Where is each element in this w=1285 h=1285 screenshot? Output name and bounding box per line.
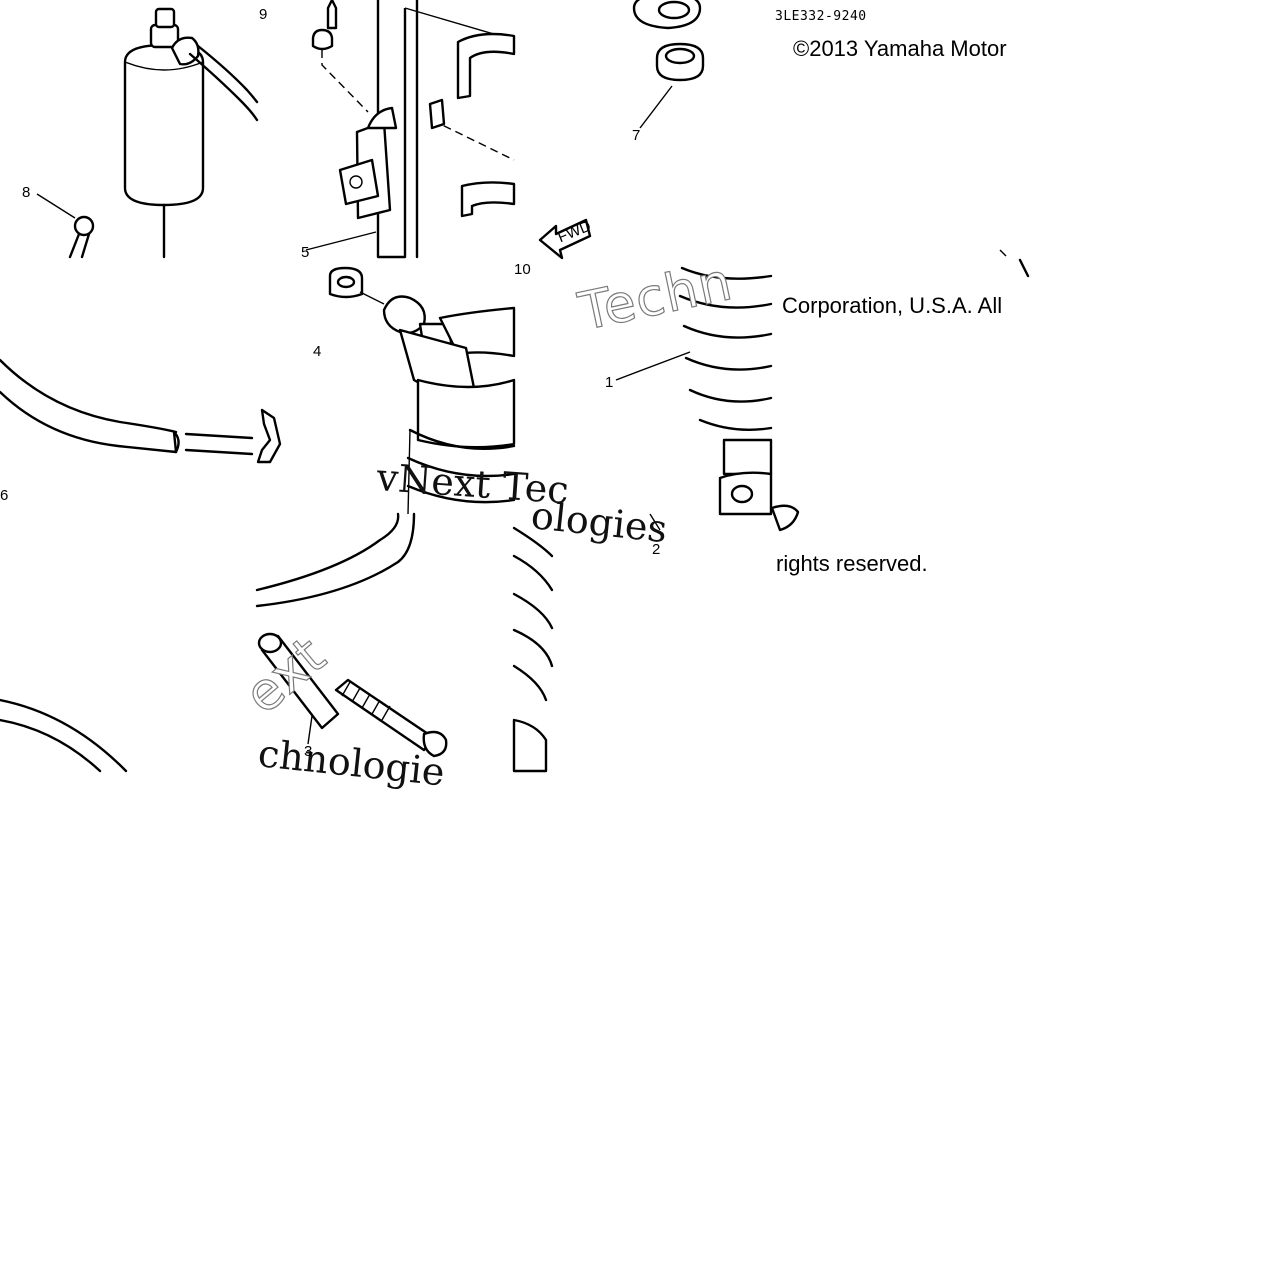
tile-shock-top: [328, 266, 516, 515]
watermark-tile-1: Techn: [573, 252, 738, 343]
callout-10: 10: [514, 261, 531, 278]
tile-hose-left: [0, 358, 282, 464]
callout-6: 6: [0, 487, 8, 504]
callout-2: 2: [652, 541, 660, 558]
tile-spring-lower: [512, 526, 554, 773]
callouts: 1 2 3 4 5 6 7 8 9 10: [0, 6, 660, 760]
tile-grommet: FWD: [538, 0, 705, 260]
copyright-line-3: rights reserved.: [776, 551, 928, 576]
callout-4: 4: [313, 343, 321, 360]
drawing-code: 3LE332-9240: [775, 9, 867, 24]
tile-hose-bottom: [0, 698, 128, 773]
copyright-line-1: ©2013 Yamaha Motor: [793, 36, 1007, 61]
tile-reservoir: [36, 7, 259, 259]
tile-fragment: [770, 249, 1030, 532]
copyright-line-2: Corporation, U.S.A. All: [782, 293, 1003, 318]
callout-8: 8: [22, 184, 30, 201]
callout-7: 7: [632, 127, 640, 144]
watermark-tile-3: ologies: [529, 493, 669, 551]
tile-bracket: [305, 0, 516, 259]
callout-3: 3: [304, 743, 312, 760]
callout-5: 5: [301, 244, 309, 261]
tile-bolt: [255, 512, 448, 758]
callout-1: 1: [605, 374, 613, 391]
callout-9: 9: [259, 6, 267, 23]
tile-spring: [615, 266, 773, 531]
